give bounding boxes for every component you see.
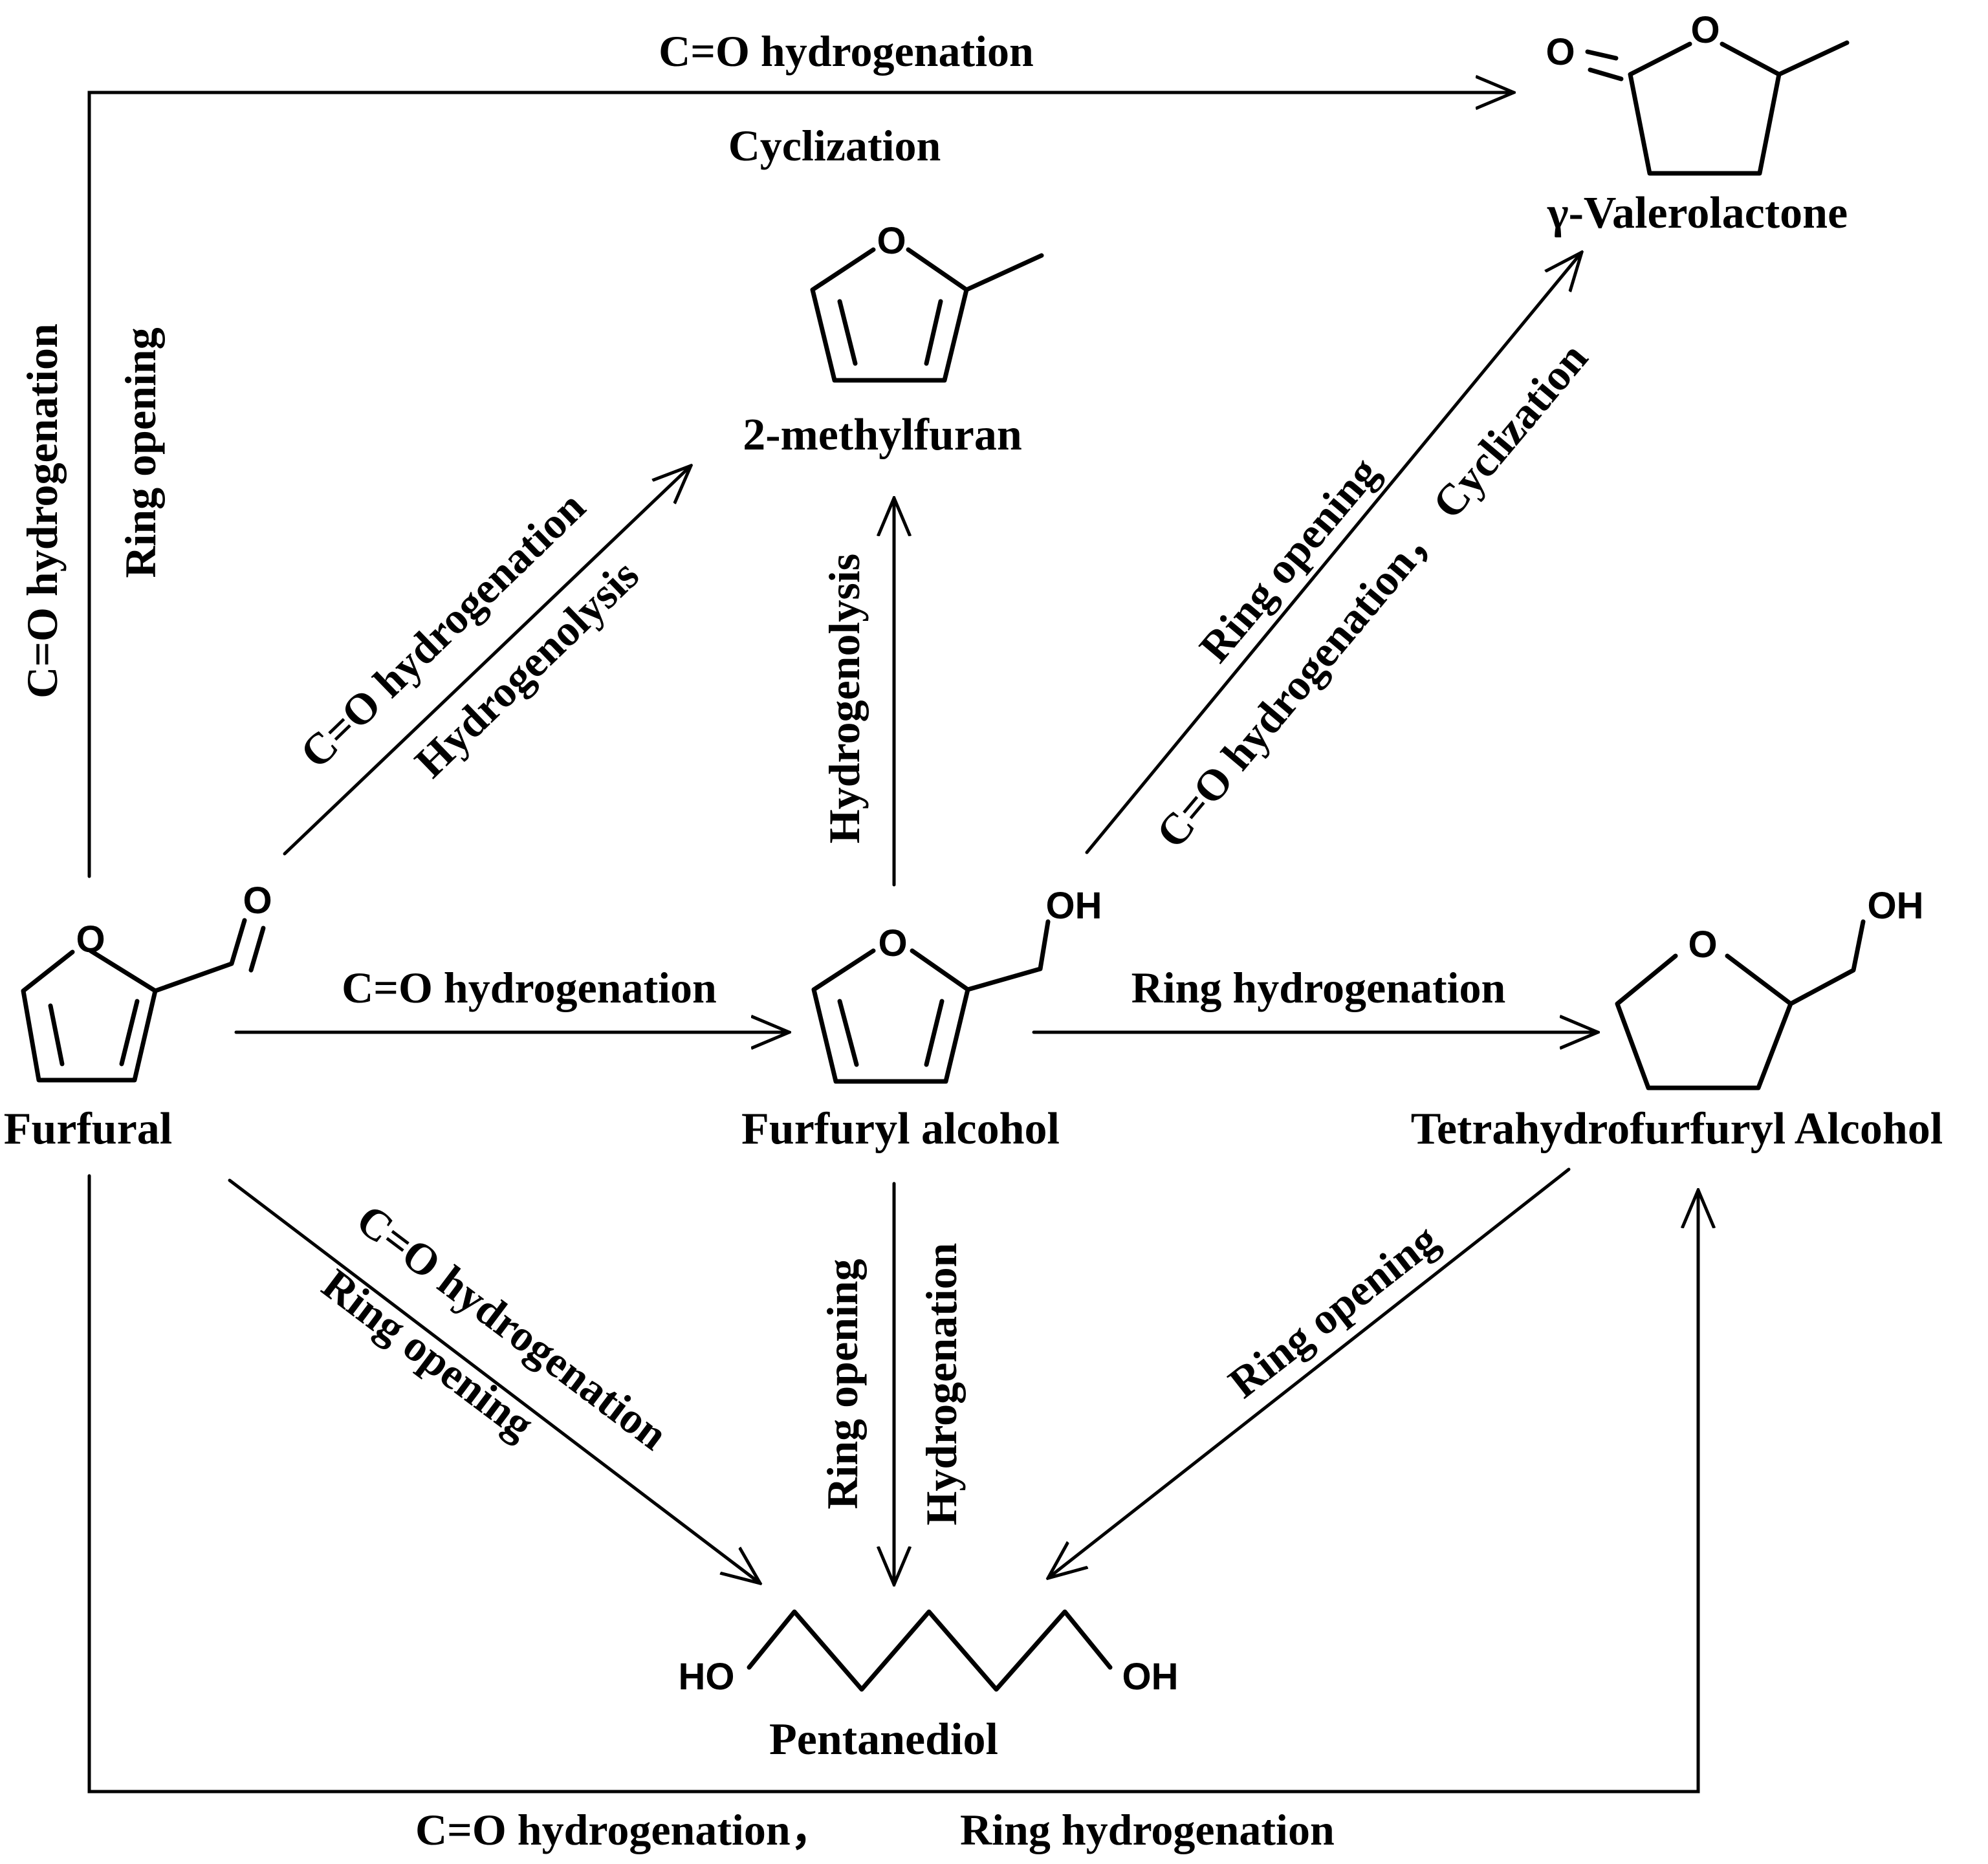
furfuryl-alcohol-ring-oxygen: O bbox=[878, 922, 907, 964]
label-top-2: Cyclization bbox=[728, 121, 941, 170]
name-thfa: Tetrahydrofurfuryl Alcohol bbox=[1411, 1104, 1943, 1154]
label-top-1: C=O hydrogenation bbox=[659, 27, 1034, 76]
compound-names: Furfural Furfuryl alcohol Tetrahydrofurf… bbox=[4, 188, 1943, 1764]
thfa-hydroxyl: OH bbox=[1868, 885, 1924, 927]
label-furfuryl-alcohol-to-pentanediol-1: Ring opening bbox=[818, 1259, 867, 1509]
name-methylfuran: 2-methylfuran bbox=[743, 410, 1022, 460]
label-furfuryl-alcohol-to-pentanediol-2: Hydrogenation bbox=[917, 1242, 966, 1525]
pathway-arrows bbox=[87, 92, 1698, 1794]
arrow-furfural-to-methylfuran bbox=[283, 466, 691, 856]
thfa-ring-oxygen: O bbox=[1688, 924, 1717, 966]
label-left-1: C=O hydrogenation bbox=[17, 323, 67, 699]
furfural-carbonyl-oxygen: O bbox=[243, 880, 272, 922]
pentanediol-hydroxyl-right: OH bbox=[1122, 1656, 1179, 1698]
furfuryl-alcohol-hydroxyl: OH bbox=[1046, 885, 1102, 927]
methylfuran-structure: O bbox=[810, 220, 1044, 383]
label-furfuryl-alcohol-to-gvl-2: C=O hydrogenation， Cyclization bbox=[1146, 333, 1597, 857]
arrow-furfural-to-gvl bbox=[87, 92, 1514, 878]
thfa-structure: O OH bbox=[1615, 885, 1924, 1090]
name-pentanediol: Pentanediol bbox=[769, 1715, 998, 1764]
name-gvl: γ-Valerolactone bbox=[1547, 188, 1848, 238]
gvl-carbonyl-oxygen: O bbox=[1546, 31, 1575, 73]
pentanediol-structure: HO OH bbox=[679, 1609, 1179, 1698]
label-left-2: Ring opening bbox=[116, 327, 165, 578]
label-furfuryl-alcohol-to-thfa: Ring hydrogenation bbox=[1131, 963, 1506, 1012]
label-furfural-to-furfuryl-alcohol: C=O hydrogenation bbox=[342, 963, 717, 1012]
furfural-ring-oxygen: O bbox=[76, 918, 105, 960]
gvl-ring-oxygen: O bbox=[1690, 9, 1720, 51]
methylfuran-ring-oxygen: O bbox=[877, 220, 906, 262]
label-bottom-1: C=O hydrogenation， bbox=[415, 1805, 835, 1854]
arrow-thfa-to-pentanediol bbox=[1048, 1167, 1571, 1578]
arrow-furfural-to-pentanediol bbox=[228, 1178, 760, 1583]
reaction-labels: C=O hydrogenation Cyclization C=O hydrog… bbox=[17, 27, 1597, 1854]
furfural-structure: O O bbox=[21, 880, 272, 1083]
label-bottom-2: Ring hydrogenation bbox=[960, 1805, 1335, 1854]
arrow-furfural-to-thfa bbox=[87, 1174, 1698, 1794]
gvl-structure: O O bbox=[1546, 9, 1850, 176]
label-furfuryl-alcohol-to-methylfuran: Hydrogenolysis bbox=[820, 554, 869, 843]
name-furfural: Furfural bbox=[4, 1104, 173, 1154]
label-thfa-to-pentanediol: Ring opening bbox=[1219, 1215, 1447, 1407]
label-furfural-to-methylfuran-2: Hydrogenolysis bbox=[405, 550, 648, 786]
name-furfuryl-alcohol: Furfuryl alcohol bbox=[741, 1104, 1060, 1154]
furfuryl-alcohol-structure: O OH bbox=[811, 885, 1102, 1084]
arrow-furfuryl-alcohol-to-gvl bbox=[1085, 252, 1582, 854]
pentanediol-hydroxyl-left: HO bbox=[679, 1656, 735, 1698]
